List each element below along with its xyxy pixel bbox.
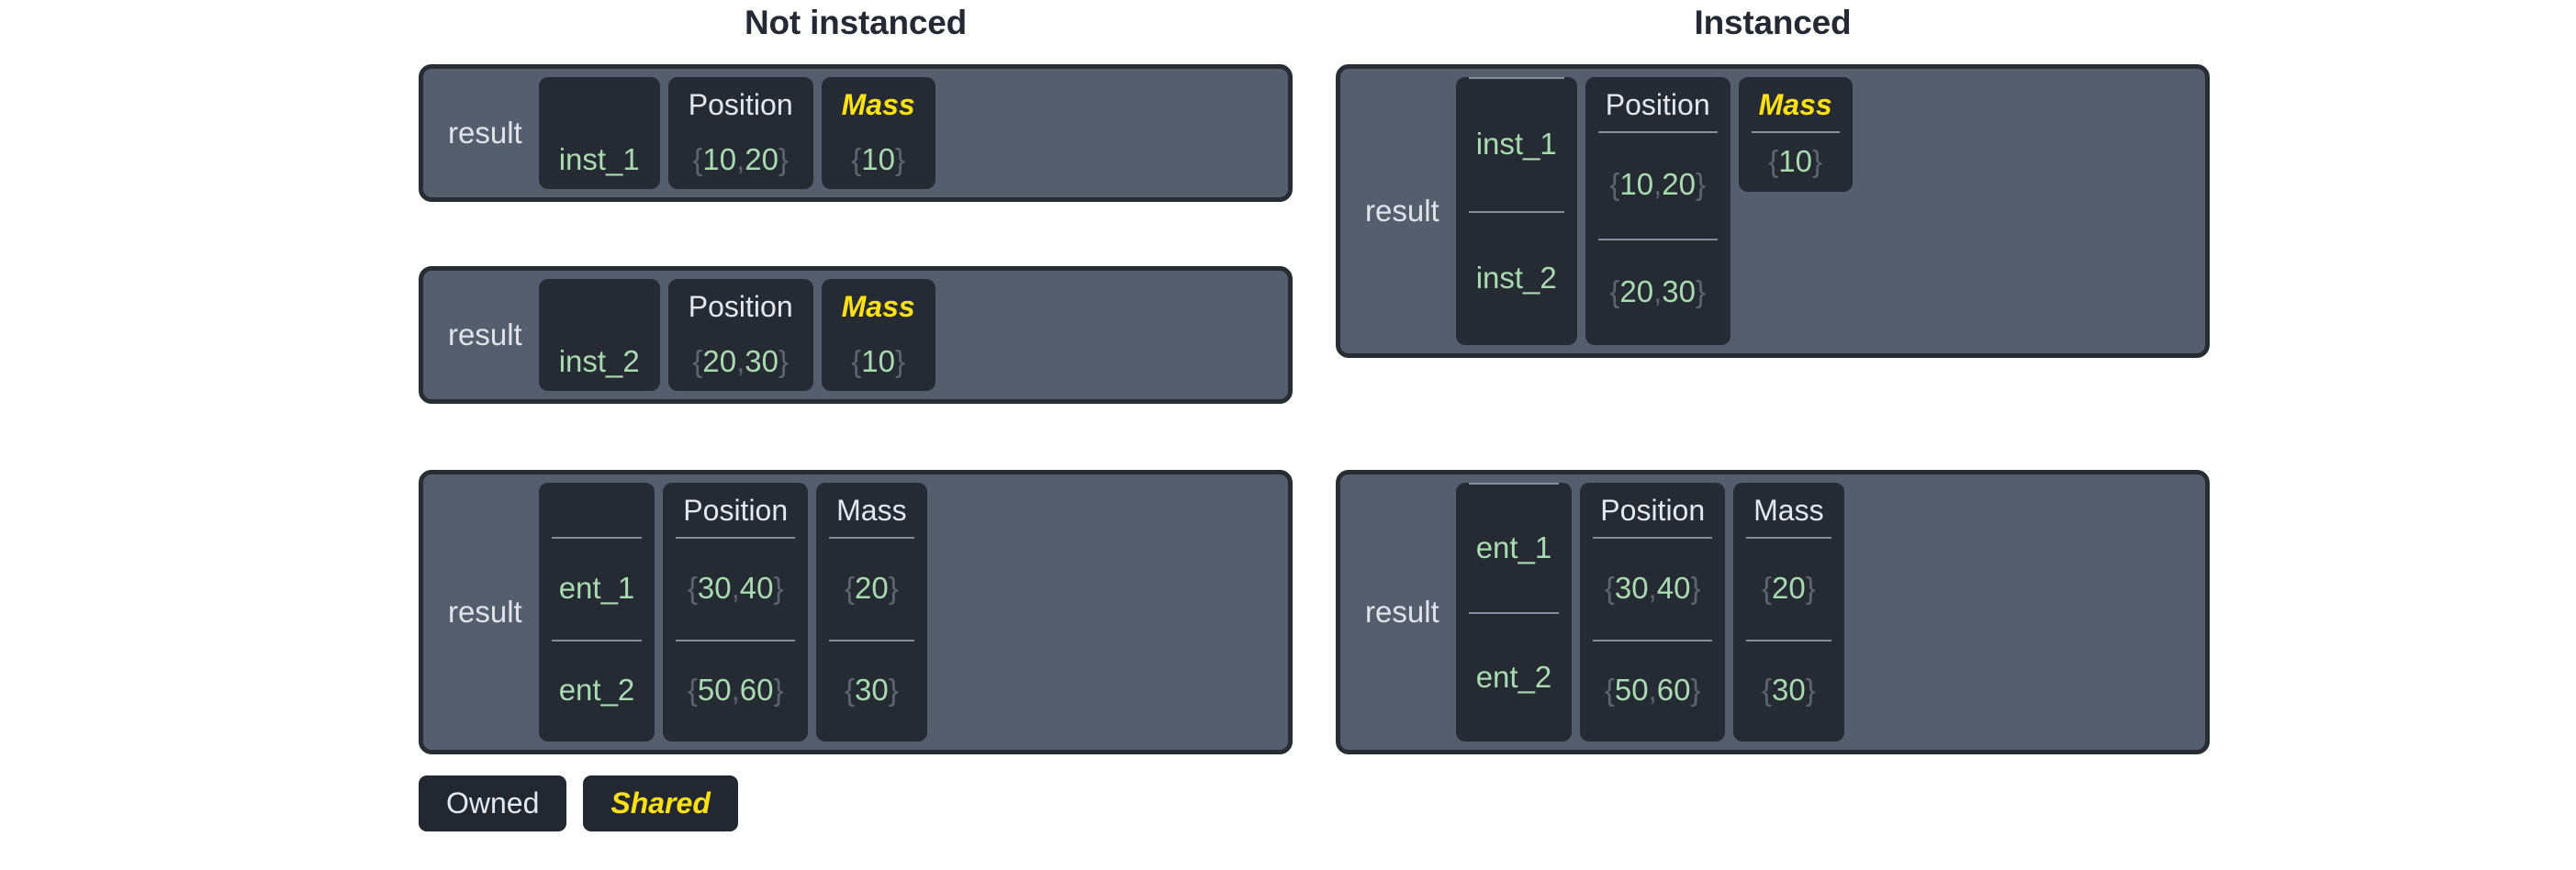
- value-cell: {50, 60}: [1604, 673, 1701, 708]
- value-cell: ent_1: [558, 570, 635, 605]
- cell-divider: [1468, 483, 1560, 485]
- column-header: Mass: [1753, 494, 1824, 527]
- column-card: Position {10, 20} {20, 30}: [1585, 77, 1730, 345]
- result-block: result ent_1 ent_2 Position {30, 40} {50, 60…: [419, 470, 1293, 754]
- column-card: Position {10, 20}: [667, 77, 813, 189]
- column-group: inst_1 inst_2 Position {10, 20} {20, 30} Mass…: [1455, 77, 2197, 345]
- result-block: result ent_1 ent_2 Position {30, 40} {50, 60}…: [1336, 470, 2210, 754]
- value-cell: {20}: [1761, 570, 1816, 605]
- column-header: Mass: [836, 494, 907, 527]
- value-cell: {30, 40}: [687, 570, 784, 605]
- value-cell: ent_2: [558, 673, 635, 708]
- value-cell: inst_1: [1475, 127, 1557, 161]
- value-cell: inst_2: [558, 344, 640, 378]
- result-block: result inst_1 inst_2 Position {10, 20} {20, 3…: [1336, 64, 2210, 358]
- cell-divider: [1597, 131, 1718, 133]
- column-card: Mass {20} {30}: [1733, 483, 1844, 742]
- value-cell: {50, 60}: [687, 673, 784, 708]
- column-card: Mass {20} {30}: [816, 483, 927, 742]
- column-group: ent_1 ent_2 Position {30, 40} {50, 60} Mass {2…: [1455, 483, 2197, 742]
- cell-divider: [1751, 131, 1840, 133]
- column-card: ent_1 ent_2: [538, 483, 655, 742]
- value-cell: ent_1: [1475, 530, 1552, 564]
- result-block: result inst_2 Position {20, 30} Mass {10}: [419, 266, 1293, 404]
- value-cell: inst_1: [558, 142, 640, 176]
- panel-title-instanced: Instanced: [1694, 4, 1852, 41]
- result-label: result: [1365, 194, 1439, 228]
- cell-divider: [1746, 537, 1831, 539]
- result-label: result: [448, 595, 522, 629]
- value-cell: {30}: [1761, 673, 1816, 708]
- value-cell: {20, 30}: [1609, 273, 1707, 308]
- column-card: inst_1 inst_2: [1455, 77, 1577, 345]
- column-header: Position: [1600, 494, 1706, 527]
- cell-divider: [829, 537, 914, 539]
- column-card: Mass {10}: [821, 77, 935, 189]
- column-card: inst_2: [538, 279, 660, 391]
- cell-divider: [1597, 238, 1718, 240]
- cell-divider: [1468, 77, 1564, 79]
- value-cell: {10, 20}: [1609, 167, 1707, 202]
- column-card: Position {30, 40} {50, 60}: [663, 483, 809, 742]
- value-cell: {30}: [844, 673, 899, 708]
- column-card: Position {30, 40} {50, 60}: [1580, 483, 1726, 742]
- cell-divider: [551, 639, 643, 641]
- legend-item-shared: Shared: [583, 775, 738, 831]
- cell-divider: [829, 639, 914, 641]
- column-header-blank: [539, 483, 655, 537]
- result-block: result inst_1 Position {10, 20} Mass {10}: [419, 64, 1293, 202]
- value-cell: ent_2: [1475, 659, 1552, 694]
- value-cell: {10}: [851, 142, 906, 176]
- column-group: ent_1 ent_2 Position {30, 40} {50, 60} Mass {2…: [538, 483, 1280, 742]
- cell-divider: [676, 639, 796, 641]
- panel-title-not-instanced: Not instanced: [744, 4, 968, 41]
- value-cell: inst_2: [1475, 261, 1557, 295]
- column-card: ent_1 ent_2: [1455, 483, 1573, 742]
- legend: Owned Shared: [419, 775, 738, 831]
- value-cell: {20, 30}: [692, 344, 790, 378]
- value-cell: {30, 40}: [1604, 570, 1701, 605]
- cell-divider: [1468, 612, 1560, 614]
- value-cell: {10}: [1768, 144, 1823, 178]
- column-header: Position: [683, 494, 789, 527]
- column-card: Mass {10}: [821, 279, 935, 391]
- column-card: inst_1: [538, 77, 660, 189]
- column-header: Position: [688, 88, 793, 121]
- column-card: Position {20, 30}: [667, 279, 813, 391]
- cell-divider: [1593, 537, 1713, 539]
- cell-divider: [676, 537, 796, 539]
- cell-divider: [1468, 211, 1564, 213]
- column-header: Position: [1605, 88, 1710, 121]
- result-label: result: [448, 318, 522, 351]
- column-header-blank: [539, 77, 660, 131]
- column-card: Mass {10}: [1738, 77, 1853, 192]
- column-header: Mass: [1758, 88, 1832, 121]
- column-header-blank: [539, 279, 660, 333]
- column-header: Mass: [841, 88, 915, 121]
- cell-divider: [551, 537, 643, 539]
- value-cell: {10, 20}: [692, 142, 790, 176]
- result-label: result: [448, 116, 522, 150]
- column-header: Mass: [841, 290, 915, 323]
- cell-divider: [1746, 639, 1831, 641]
- column-group: inst_2 Position {20, 30} Mass {10}: [538, 279, 1280, 391]
- column-header: Position: [688, 290, 793, 323]
- result-label: result: [1365, 595, 1439, 629]
- value-cell: {10}: [851, 344, 906, 378]
- cell-divider: [1593, 639, 1713, 641]
- value-cell: {20}: [844, 570, 899, 605]
- column-group: inst_1 Position {10, 20} Mass {10}: [538, 77, 1280, 189]
- legend-item-owned: Owned: [419, 775, 567, 831]
